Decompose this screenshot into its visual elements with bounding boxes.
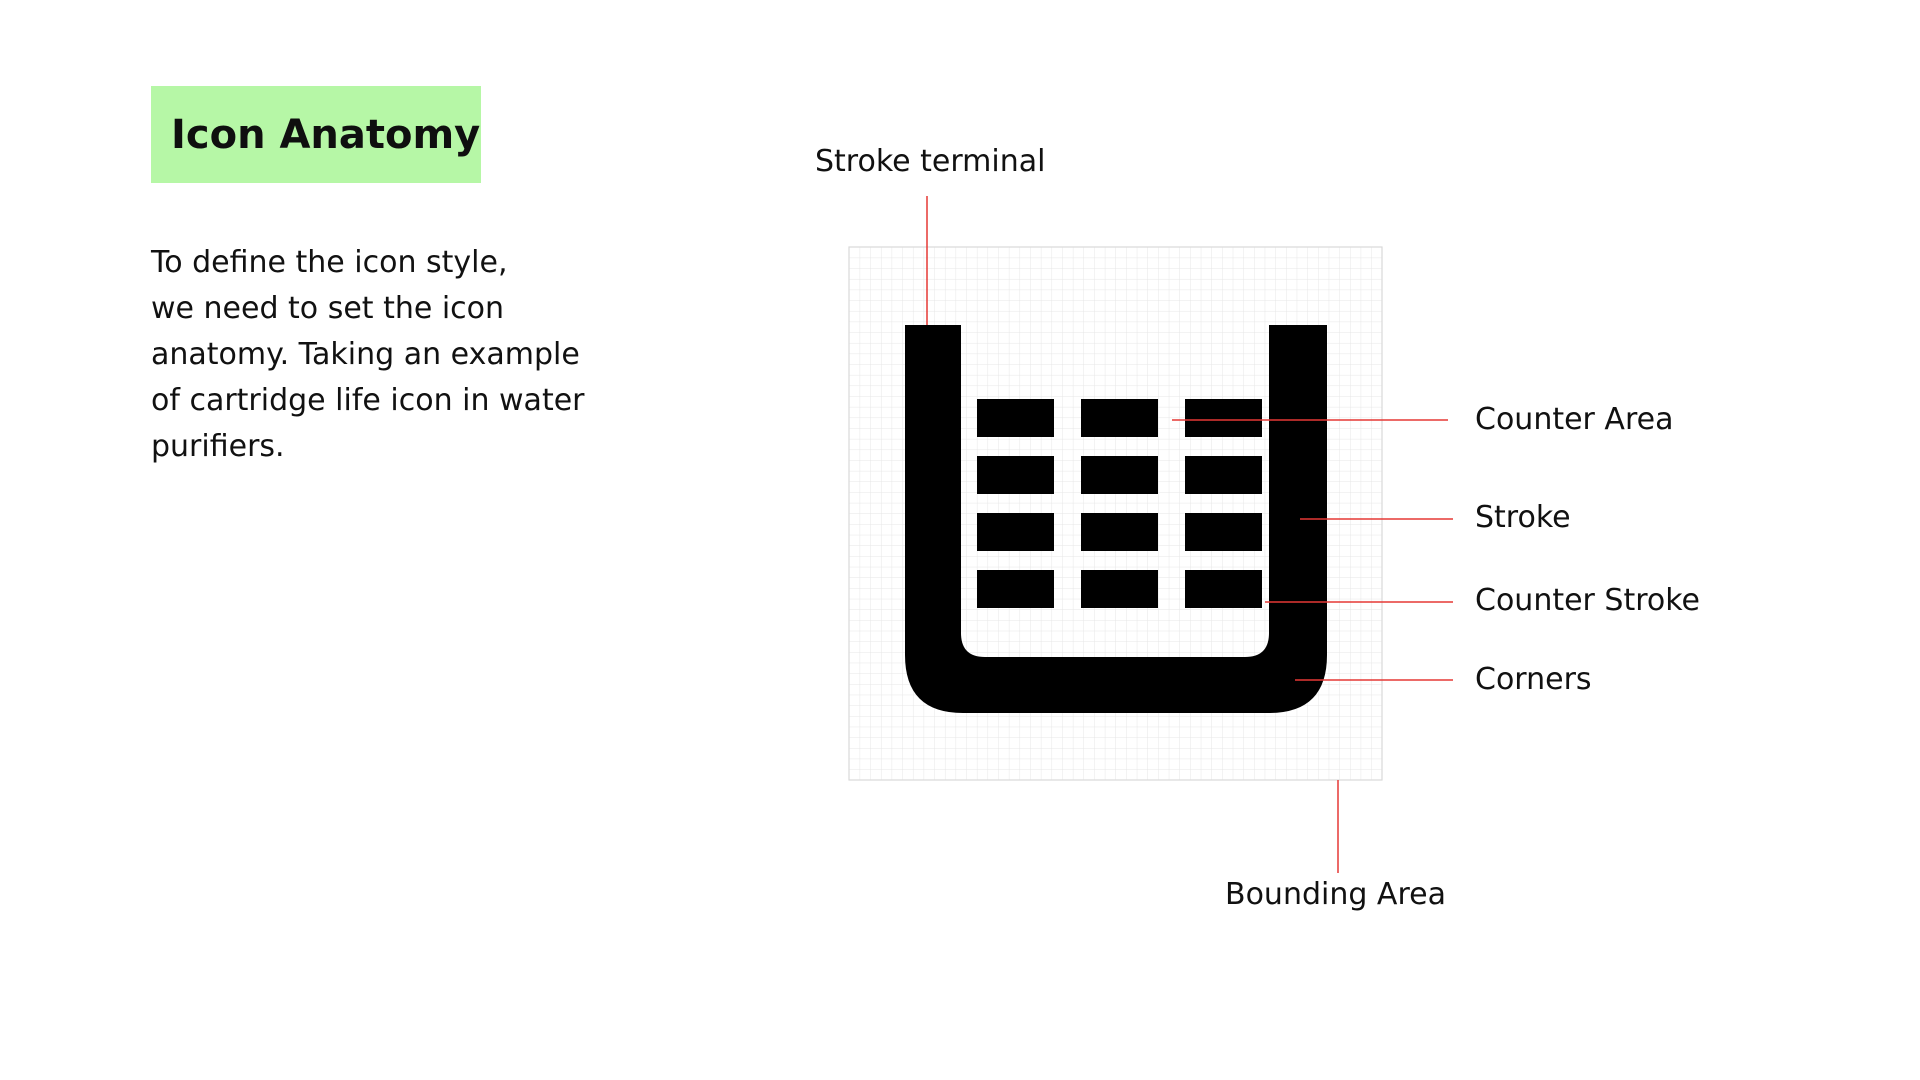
counter-block <box>977 570 1054 608</box>
counter-block <box>1081 399 1158 437</box>
description-line: purifiers. <box>151 429 285 464</box>
cartridge-life-icon <box>905 325 1327 713</box>
label-stroke-terminal: Stroke terminal <box>815 144 1046 179</box>
page-title: Icon Anatomy <box>171 111 481 158</box>
counter-block <box>977 399 1054 437</box>
description-line: To define the icon style, <box>151 245 508 280</box>
counter-block <box>1185 570 1262 608</box>
description-line: of cartridge life icon in water <box>151 383 585 418</box>
counter-block <box>1185 456 1262 494</box>
label-stroke: Stroke <box>1475 500 1571 535</box>
label-corners: Corners <box>1475 662 1592 697</box>
label-counter-area: Counter Area <box>1475 402 1674 437</box>
label-bounding-area: Bounding Area <box>1225 877 1446 912</box>
cartridge-stroke-shape <box>905 325 1327 713</box>
title-highlight-box: Icon Anatomy <box>151 86 481 183</box>
counter-block <box>1185 513 1262 551</box>
leader-lines <box>926 196 1453 873</box>
counter-block <box>1081 513 1158 551</box>
label-counter-stroke: Counter Stroke <box>1475 583 1701 618</box>
counter-block <box>1185 399 1262 437</box>
counter-block <box>1081 456 1158 494</box>
counter-block <box>977 513 1054 551</box>
description-line: we need to set the icon <box>151 291 505 326</box>
counter-block <box>1081 570 1158 608</box>
description-line: anatomy. Taking an example <box>151 337 580 372</box>
counter-block <box>977 456 1054 494</box>
counter-blocks <box>977 399 1262 608</box>
description-paragraph: To define the icon style, we need to set… <box>151 240 621 470</box>
